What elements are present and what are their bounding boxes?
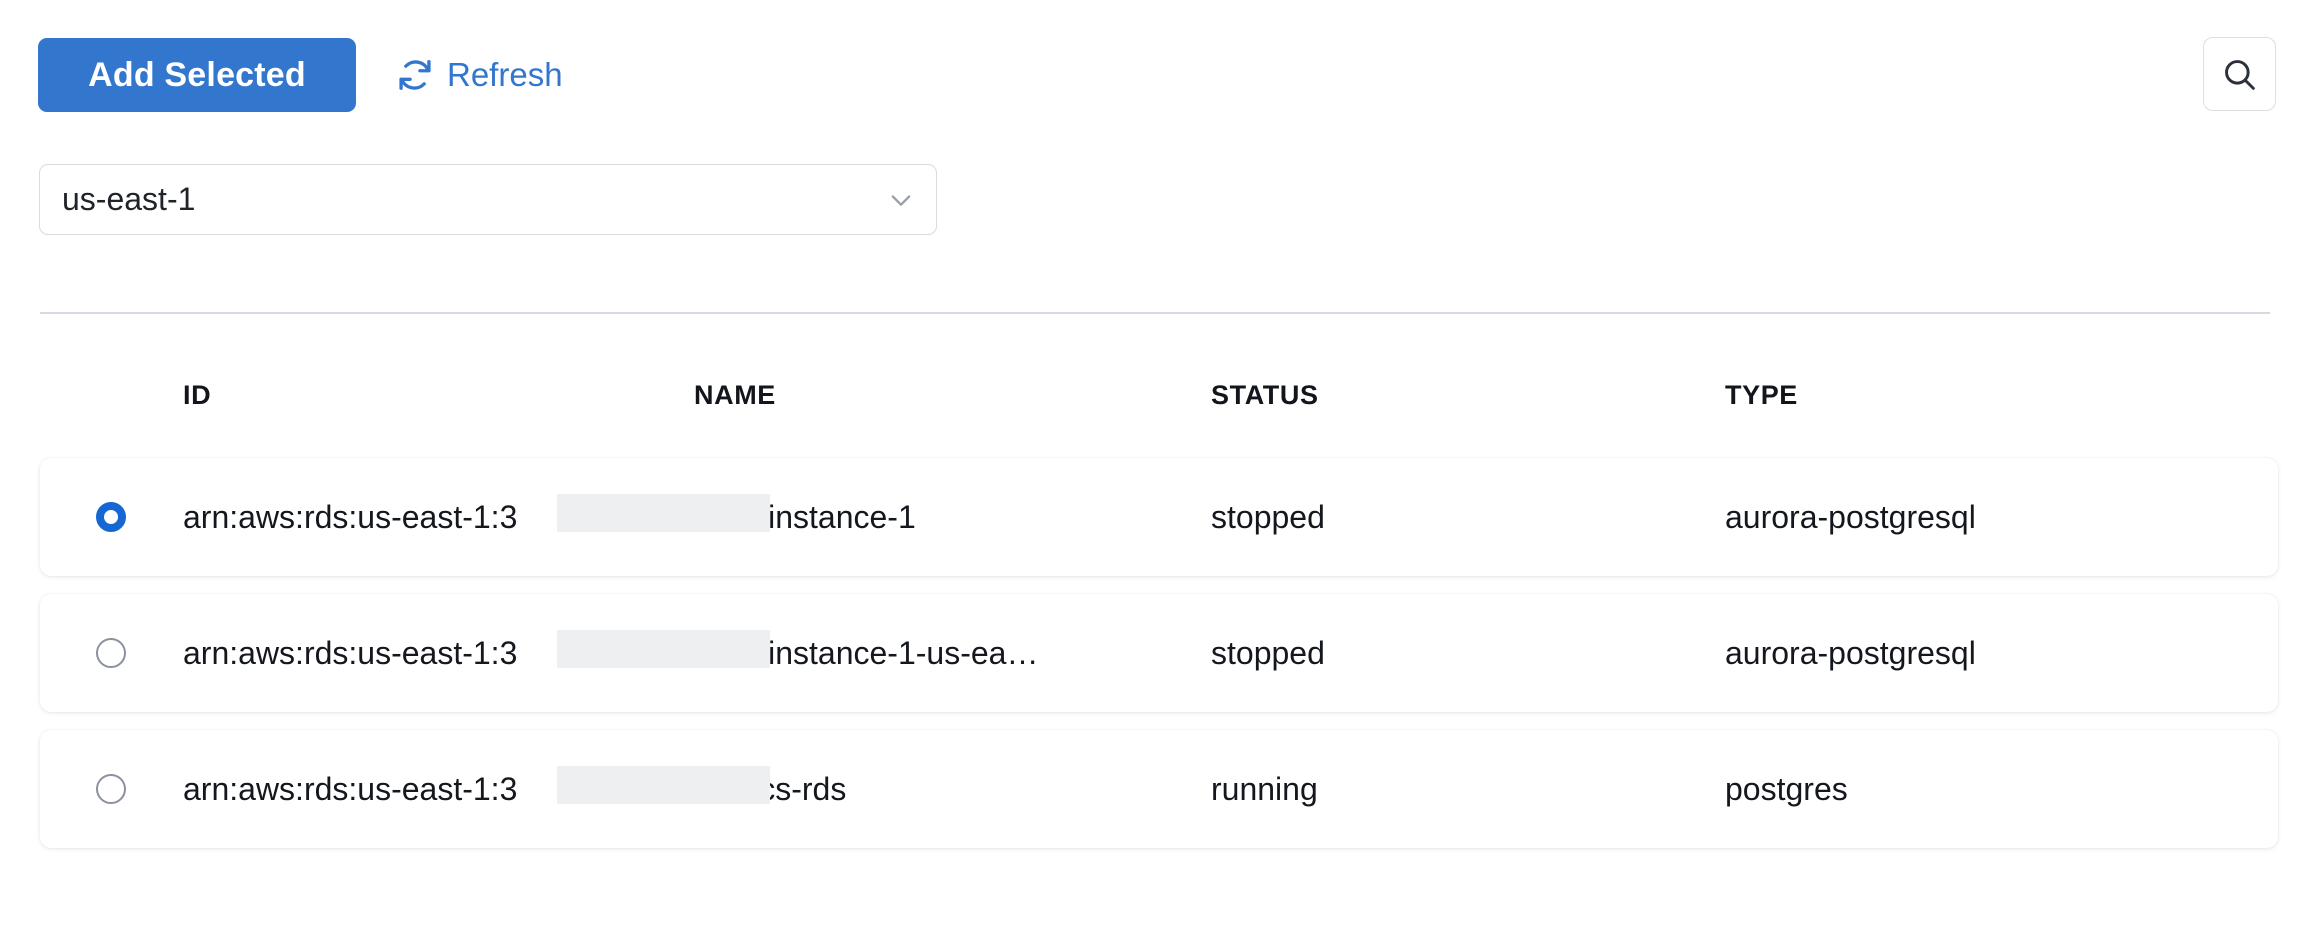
refresh-button[interactable]: Refresh xyxy=(396,48,563,102)
cell-status: stopped xyxy=(1211,498,1325,535)
cell-id: arn:aws:rds:us-east-1:3 base-1-instance-… xyxy=(183,498,916,535)
table-header-row: ID NAME STATUS TYPE xyxy=(0,380,2298,440)
toolbar: Add Selected Refresh xyxy=(0,0,2298,150)
refresh-label: Refresh xyxy=(447,56,563,93)
search-icon xyxy=(2221,56,2258,93)
section-divider xyxy=(40,312,2270,314)
region-select[interactable]: us-east-1 xyxy=(39,164,937,235)
table-body: arn:aws:rds:us-east-1:3 base-1-instance-… xyxy=(0,458,2298,848)
row-radio-button[interactable] xyxy=(96,774,126,804)
region-select-value: us-east-1 xyxy=(62,181,196,217)
cell-status: running xyxy=(1211,770,1318,807)
table-row[interactable]: arn:aws:rds:us-east-1:3 base-1-instance-… xyxy=(40,594,2278,712)
table-row[interactable]: arn:aws:rds:us-east-1:3 todo-ecs-rds run… xyxy=(40,730,2278,848)
cell-type: postgres xyxy=(1725,770,1848,807)
cell-type: aurora-postgresql xyxy=(1725,634,1976,671)
column-header-name: NAME xyxy=(694,380,776,410)
region-filter[interactable]: us-east-1 xyxy=(39,164,937,235)
table-row[interactable]: arn:aws:rds:us-east-1:3 base-1-instance-… xyxy=(40,458,2278,576)
cell-type: aurora-postgresql xyxy=(1725,498,1976,535)
resource-table: ID NAME STATUS TYPE arn:aws:rds:us-east-… xyxy=(0,380,2298,866)
cell-status: stopped xyxy=(1211,634,1325,671)
refresh-icon xyxy=(396,56,434,94)
column-header-status: STATUS xyxy=(1211,380,1319,410)
column-header-type: TYPE xyxy=(1725,380,1798,410)
add-selected-button[interactable]: Add Selected xyxy=(38,38,356,112)
row-radio-button[interactable] xyxy=(96,638,126,668)
search-button[interactable] xyxy=(2203,37,2276,111)
cell-id: arn:aws:rds:us-east-1:3 todo-ecs-rds xyxy=(183,770,847,807)
row-radio-button[interactable] xyxy=(96,502,126,532)
column-header-id: ID xyxy=(183,380,212,410)
cell-id: arn:aws:rds:us-east-1:3 base-1-instance-… xyxy=(183,634,1039,671)
